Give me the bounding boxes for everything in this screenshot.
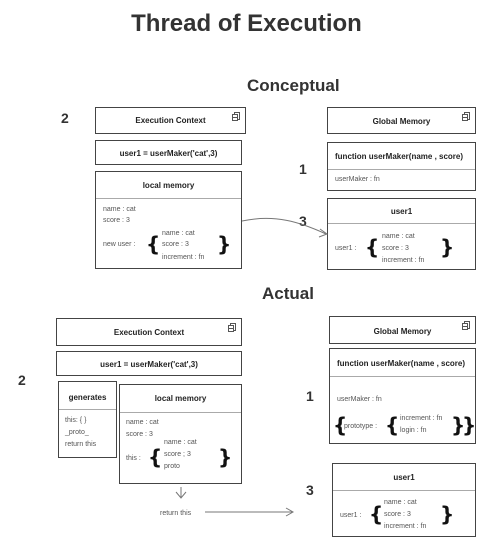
- user1-score: score : 3: [382, 245, 409, 252]
- separator: [96, 198, 241, 199]
- outer-close-brace: }: [462, 413, 477, 437]
- component-icon: [462, 112, 470, 121]
- component-icon: [462, 321, 470, 330]
- user1-increment: increment : fn: [382, 257, 425, 264]
- separator: [328, 169, 475, 170]
- close-brace: }: [218, 445, 233, 469]
- user1-title: user1: [393, 473, 415, 482]
- separator: [333, 490, 475, 491]
- open-brace: {: [369, 502, 384, 526]
- function-signature: function userMaker(name , score): [335, 152, 464, 161]
- conceptual-arrowhead: [318, 228, 329, 238]
- close-brace: }: [451, 413, 466, 437]
- separator: [59, 409, 116, 410]
- function-call: user1 = userMaker('cat',3): [100, 360, 198, 369]
- local-score: score : 3: [103, 217, 130, 224]
- conceptual-return-arrow: [241, 217, 327, 235]
- conceptual-execution-context-box: Execution Context: [95, 107, 246, 134]
- user1-title: user1: [390, 207, 413, 216]
- obj-proto: proto: [164, 463, 180, 470]
- execution-context-label: Execution Context: [113, 328, 185, 337]
- conceptual-call-box: user1 = userMaker('cat',3): [95, 140, 242, 165]
- this-label: this :: [126, 455, 141, 462]
- down-arrowhead: [175, 491, 187, 499]
- conceptual-function-box: function userMaker(name , score) userMak…: [327, 142, 476, 191]
- user1-score: score : 3: [384, 511, 411, 518]
- open-brace: {: [148, 445, 163, 469]
- generates-title: generates: [68, 393, 107, 402]
- separator: [330, 376, 475, 377]
- outer-open-brace: {: [333, 413, 348, 437]
- separator: [328, 223, 475, 224]
- actual-local-memory-box: local memory name : cat score : 3 this :…: [119, 384, 242, 484]
- conceptual-step-1: 1: [299, 161, 307, 177]
- open-brace: {: [365, 235, 380, 259]
- user1-label: user1 :: [335, 245, 357, 252]
- prototype-login: login : fn: [400, 427, 427, 434]
- user1-name: name : cat: [384, 499, 417, 506]
- actual-heading: Actual: [262, 284, 314, 303]
- obj-score: score : 3: [162, 241, 189, 248]
- close-brace: }: [440, 235, 455, 259]
- obj-increment: increment : fn: [162, 254, 205, 261]
- separator: [120, 412, 241, 413]
- actual-step-1: 1: [306, 388, 314, 404]
- actual-call-box: user1 = userMaker('cat',3): [56, 351, 242, 376]
- usermaker-value: userMaker : fn: [337, 396, 382, 403]
- open-brace: {: [146, 232, 161, 256]
- local-score: score : 3: [126, 431, 153, 438]
- local-name: name : cat: [126, 419, 159, 426]
- obj-name: name : cat: [164, 439, 197, 446]
- actual-step-2: 2: [18, 372, 26, 388]
- conceptual-global-memory-box: Global Memory: [327, 107, 476, 134]
- global-memory-label: Global Memory: [372, 117, 431, 126]
- prototype-label: prototype :: [344, 423, 378, 430]
- new-user-label: new user :: [103, 241, 136, 248]
- generates-this: this: { }: [65, 417, 87, 424]
- diagram-title: Thread of Execution: [131, 10, 362, 37]
- actual-global-memory-box: Global Memory: [329, 316, 476, 344]
- user1-increment: increment : fn: [384, 523, 427, 530]
- obj-score: score ; 3: [164, 451, 191, 458]
- close-brace: }: [217, 232, 232, 256]
- actual-execution-context-box: Execution Context: [56, 318, 242, 346]
- actual-user1-box: user1 user1 : { name : cat score : 3 inc…: [332, 463, 476, 537]
- component-icon: [232, 112, 240, 121]
- conceptual-user1-box: user1 user1 : { name : cat score : 3 inc…: [327, 198, 476, 270]
- conceptual-local-memory-box: local memory name : cat score : 3 new us…: [95, 171, 242, 269]
- global-memory-label: Global Memory: [373, 327, 432, 336]
- generates-proto: _proto_: [65, 429, 89, 436]
- open-brace: {: [385, 413, 400, 437]
- obj-name: name : cat: [162, 230, 195, 237]
- execution-context-label: Execution Context: [135, 116, 206, 125]
- function-signature: function userMaker(name , score): [337, 359, 466, 368]
- generates-box: generates this: { } _proto_ return this: [58, 381, 117, 458]
- return-this-label: return this: [160, 510, 192, 517]
- conceptual-step-2: 2: [61, 110, 69, 126]
- actual-step-3: 3: [306, 482, 314, 498]
- actual-function-box: function userMaker(name , score) userMak…: [329, 348, 476, 444]
- prototype-increment: increment : fn: [400, 415, 443, 422]
- function-call: user1 = userMaker('cat',3): [119, 149, 218, 158]
- close-brace: }: [440, 502, 455, 526]
- generates-return: return this: [65, 441, 97, 448]
- user1-name: name : cat: [382, 233, 415, 240]
- return-arrowhead: [285, 507, 295, 517]
- user1-label: user1 :: [340, 512, 362, 519]
- local-memory-title: local memory: [142, 181, 195, 190]
- local-memory-title: local memory: [154, 394, 207, 403]
- conceptual-heading: Conceptual: [247, 76, 340, 95]
- usermaker-value: userMaker : fn: [335, 176, 380, 183]
- component-icon: [228, 323, 236, 332]
- conceptual-step-3: 3: [299, 213, 307, 229]
- local-name: name : cat: [103, 206, 136, 213]
